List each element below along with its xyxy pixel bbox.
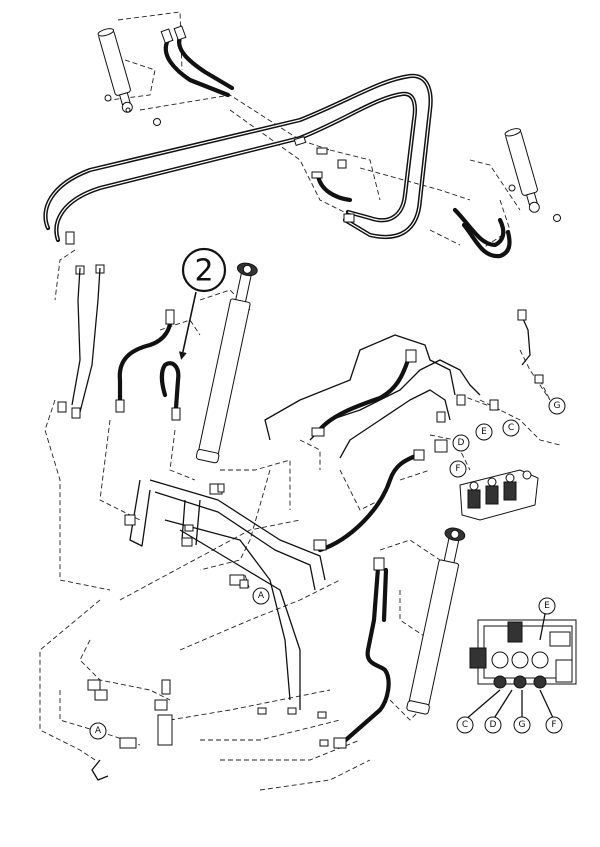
callout-c-upper-label: C <box>508 423 514 433</box>
callout-a-lower-label: A <box>95 726 102 736</box>
top-right-hoses <box>315 172 512 259</box>
callout-d-upper: D <box>452 434 470 452</box>
center-tube-bundle <box>124 479 326 710</box>
callout-e-lower-label: E <box>544 601 550 611</box>
callout-d-lower: D <box>484 716 502 734</box>
main-overhead-hose <box>43 73 433 243</box>
reference-callout: 2 <box>178 247 227 360</box>
control-valve-lower <box>469 619 577 689</box>
lower-valve-leaders <box>464 613 555 721</box>
middle-u-hoses <box>115 309 181 421</box>
lift-cylinder-middle <box>195 262 258 464</box>
boom-cylinder-left <box>97 28 161 126</box>
callout-c-lower: C <box>456 716 474 734</box>
callout-g-upper: G <box>548 397 566 415</box>
callout-a-middle: A <box>252 587 270 605</box>
top-left-hoses <box>160 25 235 98</box>
callout-g-lower-label: G <box>519 720 526 730</box>
callout-d-lower-label: D <box>490 720 497 730</box>
callout-e-lower: E <box>538 597 556 615</box>
upper-right-hoses <box>311 349 425 553</box>
callout-a-middle-label: A <box>258 591 265 601</box>
callout-a-lower: A <box>89 722 107 740</box>
reference-number: 2 <box>194 254 213 289</box>
callout-g-upper-label: G <box>554 401 561 411</box>
control-valve-upper <box>434 309 544 521</box>
lift-cylinder-lower <box>406 527 466 715</box>
callout-e-upper-label: E <box>481 427 487 437</box>
callout-d-upper-label: D <box>458 438 465 448</box>
reference-arrow <box>178 291 197 360</box>
reference-ring <box>181 247 227 293</box>
callout-g-lower: G <box>513 716 531 734</box>
callout-f-lower-label: F <box>551 720 556 730</box>
callout-c-upper: C <box>502 419 520 437</box>
lower-right-hoses <box>333 557 391 749</box>
boom-cylinder-right <box>504 128 561 222</box>
callout-e-upper: E <box>475 423 493 441</box>
left-steel-tubes <box>57 267 101 419</box>
callout-f-lower: F <box>545 716 563 734</box>
callout-f-upper: F <box>449 460 467 478</box>
callout-c-lower-label: C <box>462 720 468 730</box>
callout-f-upper-label: F <box>455 464 460 474</box>
lower-left-fittings <box>87 574 329 781</box>
upper-right-steel-tubes <box>264 311 531 459</box>
